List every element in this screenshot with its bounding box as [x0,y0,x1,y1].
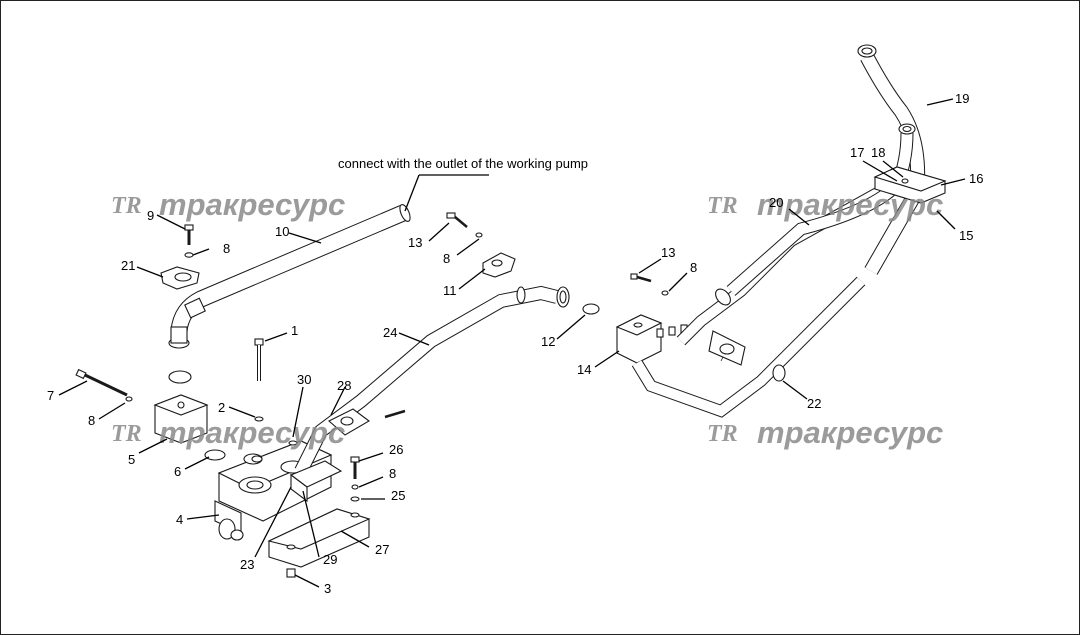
callout-12: 12 [541,334,555,349]
hose-10 [168,204,411,349]
callout-15: 15 [959,228,973,243]
clamp-21 [160,224,200,290]
callout-25: 25 [391,488,405,503]
svg-text:тракресурс: тракресурс [159,415,345,450]
callout-3: 3 [324,581,331,596]
pump-note: connect with the outlet of the working p… [338,156,588,212]
callout-28: 28 [337,378,351,393]
callout-7: 7 [47,388,54,403]
bolt-26 [350,456,360,502]
callout-8d: 8 [690,260,697,275]
callout-8c: 8 [443,251,450,266]
o-ring-6 [204,449,226,461]
svg-text:TR: TR [707,421,738,447]
watermark-1: TR тракресурс [111,187,345,222]
callout-8b: 8 [223,241,230,256]
callout-23: 23 [240,557,254,572]
callout-numbers: 1 2 3 4 5 6 7 8 8 8 8 8 9 10 11 12 13 13… [47,91,983,596]
clamp-11 [446,212,516,278]
manifold-14 [615,273,688,364]
bolt-1 [251,338,264,463]
callout-30: 30 [297,372,311,387]
flange-5 [153,394,209,444]
flange-28 [328,408,406,436]
o-ring-22 [772,364,786,382]
callout-5: 5 [128,452,135,467]
callout-19: 19 [955,91,969,106]
callout-22: 22 [807,396,821,411]
svg-text:TR: TR [111,421,142,447]
callout-6: 6 [174,464,181,479]
tube-24 [294,285,570,475]
callout-29: 29 [323,552,337,567]
callout-16: 16 [969,171,983,186]
svg-text:тракресурс: тракресурс [757,415,943,450]
tubes-right [631,185,884,418]
callout-11: 11 [443,283,457,298]
svg-text:TR: TR [707,193,738,219]
o-ring-12 [582,303,600,315]
callout-8e: 8 [389,466,396,481]
leader-lines [58,98,966,588]
pump-note-text: connect with the outlet of the working p… [338,156,588,171]
bracket-27 [267,508,371,578]
svg-text:тракресурс: тракресурс [159,187,345,222]
watermark-2: TR тракресурс [707,187,943,222]
callout-4: 4 [176,512,183,527]
callout-10: 10 [275,224,289,239]
o-ring [168,370,192,384]
block-29 [289,460,343,503]
svg-text:TR: TR [111,193,142,219]
svg-text:тракресурс: тракресурс [757,187,943,222]
callout-14: 14 [577,362,591,377]
callout-18: 18 [871,145,885,160]
callout-27: 27 [375,542,389,557]
callout-24: 24 [383,325,397,340]
watermark-3: TR тракресурс [111,415,345,450]
callout-13b: 13 [661,245,675,260]
callout-20: 20 [769,195,783,210]
clamp-15-16 [873,166,947,204]
callout-13a: 13 [408,235,422,250]
callout-8a: 8 [88,413,95,428]
callout-1: 1 [291,323,298,338]
callout-17: 17 [850,145,864,160]
watermark-4: TR тракресурс [707,415,943,450]
callout-21: 21 [121,258,135,273]
bolt-7 [75,368,133,402]
callout-26: 26 [389,442,403,457]
callout-9: 9 [147,208,154,223]
washer-30 [288,440,298,446]
callout-2: 2 [218,400,225,415]
